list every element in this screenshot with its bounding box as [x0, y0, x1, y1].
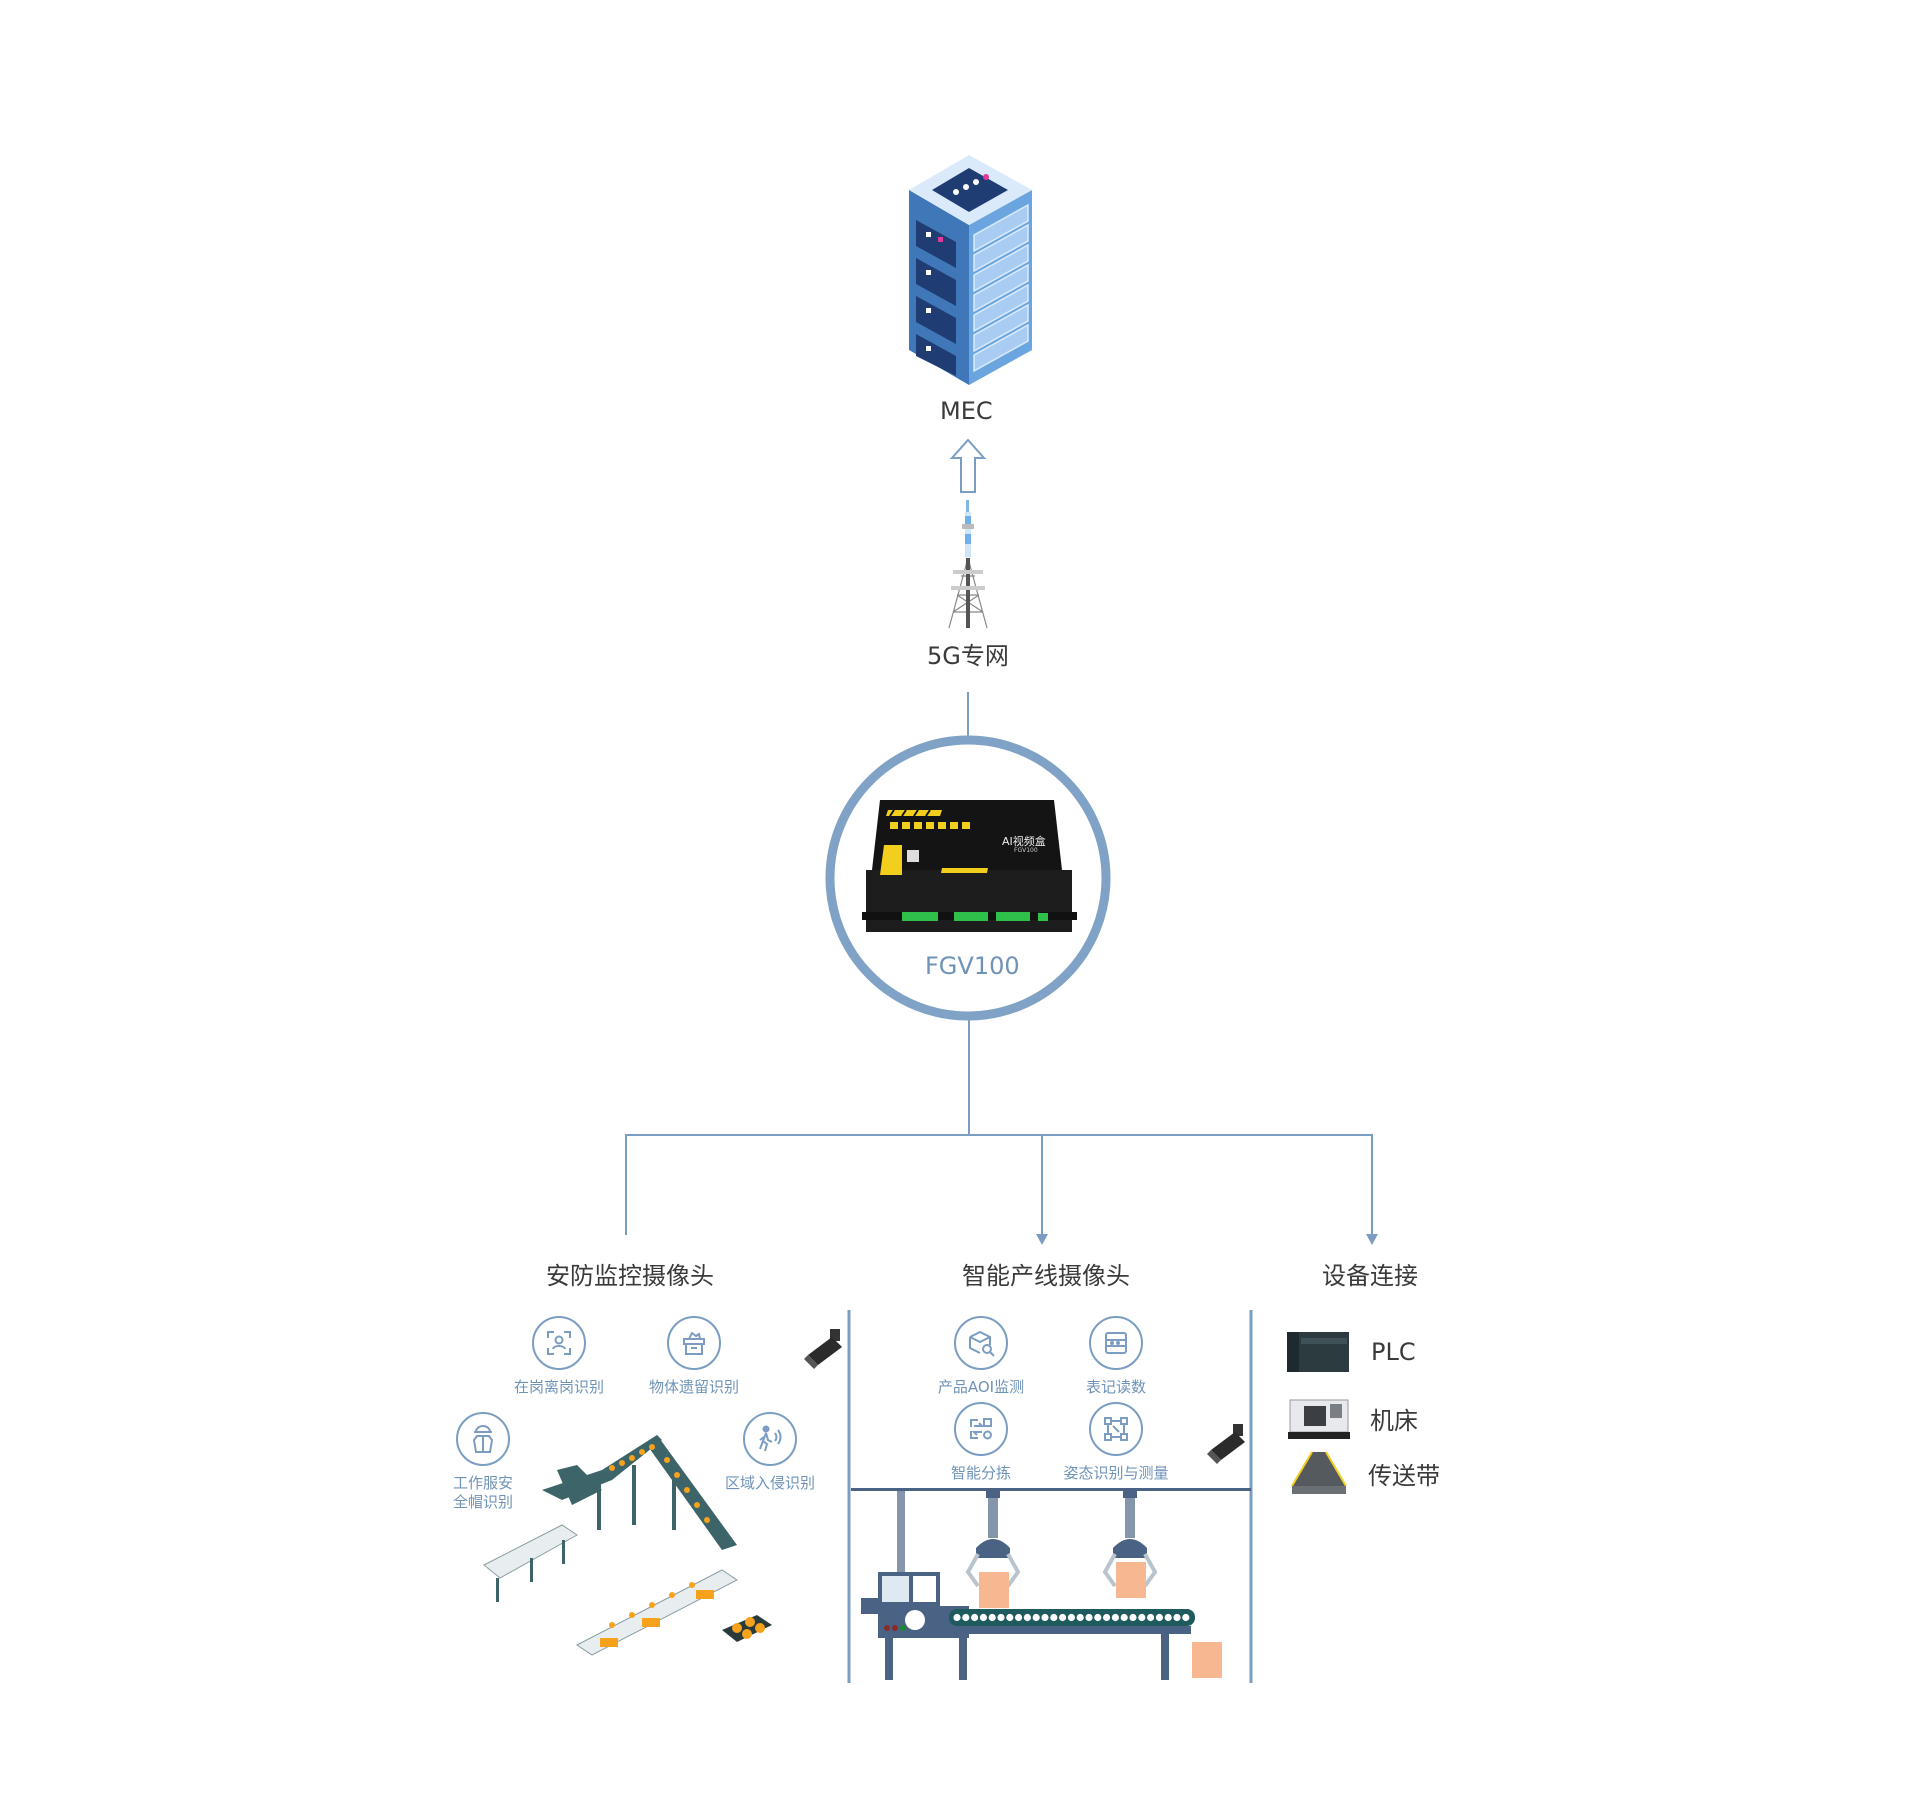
- conveyor-roller: [962, 1613, 970, 1622]
- conveyor-roller: [1120, 1613, 1128, 1622]
- branch-title-devices: 设备连接: [1322, 1262, 1418, 1290]
- conveyor-roller: [1155, 1613, 1163, 1622]
- device-plc: PLC: [1285, 1330, 1416, 1374]
- conveyor-roller: [1041, 1613, 1049, 1622]
- conveyor-roller: [1103, 1613, 1111, 1622]
- mec-node: [904, 150, 1034, 389]
- conveyor-roller: [1050, 1613, 1058, 1622]
- mec-label: MEC: [940, 397, 993, 425]
- conveyor-roller: [1032, 1613, 1040, 1622]
- ai-video-box-device: [862, 800, 1077, 932]
- device-conveyor: 传送带: [1290, 1450, 1440, 1496]
- conveyor-roller: [1138, 1613, 1146, 1622]
- plc-icon: [1287, 1332, 1349, 1372]
- factory-conveyor-illustration: [483, 1435, 772, 1656]
- uplink-arrow: [949, 438, 987, 493]
- face-scan-icon: [532, 1316, 586, 1370]
- production-line-illustration: [851, 1488, 1251, 1680]
- network-node: [945, 500, 991, 634]
- meter-reading-icon: [1089, 1316, 1143, 1370]
- conveyor-roller: [1085, 1613, 1093, 1622]
- feature-aoi: 产品AOI监测: [916, 1316, 1046, 1397]
- device-machine-tool: 机床: [1288, 1396, 1418, 1440]
- conveyor-roller: [988, 1613, 996, 1622]
- gateway-device[interactable]: AI视频盒 FGV100: [862, 800, 1077, 944]
- network-label: 5G专网: [927, 642, 1009, 670]
- box-icon: [667, 1316, 721, 1370]
- security-camera-icon: [804, 1329, 842, 1369]
- conveyor-roller: [979, 1613, 987, 1622]
- conveyor-roller: [1059, 1613, 1067, 1622]
- conveyor-roller: [953, 1613, 961, 1622]
- conveyor-roller: [1067, 1613, 1075, 1622]
- feature-meter: 表记读数: [1051, 1316, 1181, 1397]
- conveyor-roller: [997, 1613, 1005, 1622]
- branch-arrow-devices: [1366, 1234, 1378, 1245]
- conveyor-roller: [1164, 1613, 1172, 1622]
- device-name-text: AI视频盒: [1002, 835, 1046, 848]
- machine-tool-icon: [1288, 1399, 1350, 1439]
- server-rack-icon: [909, 155, 1032, 385]
- sorting-icon: [954, 1402, 1008, 1456]
- conveyor-roller: [1006, 1613, 1014, 1622]
- gateway-label: FGV100: [925, 952, 1020, 980]
- feature-pose: 姿态识别与测量: [1051, 1402, 1181, 1483]
- intrusion-walker-icon: [743, 1412, 797, 1466]
- conveyor-roller: [1023, 1613, 1031, 1622]
- conveyor-roller: [971, 1613, 979, 1622]
- product-inspect-icon: [954, 1316, 1008, 1370]
- feature-sorting: 智能分拣: [916, 1402, 1046, 1483]
- conveyor-belt-icon: [1291, 1451, 1347, 1494]
- feature-intrusion: 区域入侵识别: [705, 1412, 835, 1493]
- helmet-label: 工作服安全帽识别: [452, 1474, 513, 1511]
- conveyor-roller: [1147, 1613, 1155, 1622]
- production-camera-icon: [1207, 1424, 1245, 1464]
- conveyor-roller: [1173, 1613, 1181, 1622]
- conveyor-roller: [1094, 1613, 1102, 1622]
- conveyor-roller: [1182, 1613, 1190, 1622]
- helmet-worker-icon: [456, 1412, 510, 1466]
- device-model-text: FGV100: [1014, 847, 1038, 854]
- branch-title-production: 智能产线摄像头: [962, 1262, 1130, 1290]
- feature-left-object: 物体遗留识别: [629, 1316, 759, 1397]
- conveyor-roller: [1129, 1613, 1137, 1622]
- branch-arrow-production: [1036, 1234, 1048, 1245]
- cell-tower-icon: [948, 500, 988, 629]
- conveyor-roller: [1111, 1613, 1119, 1622]
- conveyor-roller: [1015, 1613, 1023, 1622]
- branch-title-security: 安防监控摄像头: [546, 1262, 714, 1290]
- conveyor-roller: [1076, 1613, 1084, 1622]
- pose-measure-icon: [1089, 1402, 1143, 1456]
- feature-on-duty: 在岗离岗识别: [494, 1316, 624, 1397]
- feature-helmet: 工作服安全帽识别: [418, 1412, 548, 1512]
